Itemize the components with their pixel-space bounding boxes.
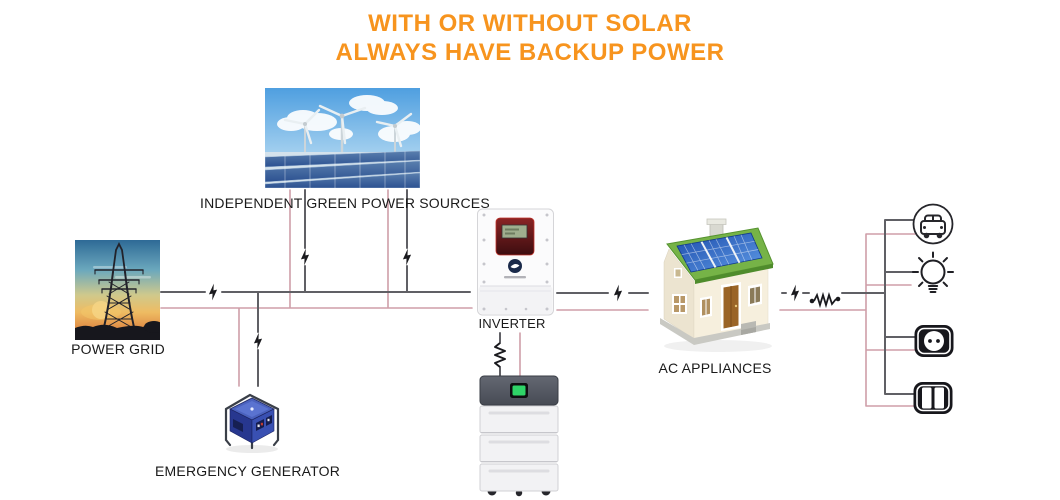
green-power-sources-image <box>265 88 420 188</box>
page-title: WITH OR WITHOUT SOLAR ALWAYS HAVE BACKUP… <box>0 9 1060 67</box>
green-sources-label: INDEPENDENT GREEN POWER SOURCES <box>200 195 490 211</box>
ev-car-icon <box>910 201 956 247</box>
inverter-label: INVERTER <box>478 316 546 331</box>
lightning-bolt-icon <box>298 248 312 266</box>
power-outlet-icon <box>911 318 957 364</box>
emergency-generator-label: EMERGENCY GENERATOR <box>155 463 341 479</box>
lightning-bolt-icon <box>611 284 625 302</box>
ac-appliances-label: AC APPLIANCES <box>658 360 772 376</box>
lightning-bolt-icon <box>788 284 802 302</box>
power-grid-image <box>75 240 160 340</box>
inverter-image <box>476 206 556 318</box>
lightning-bolt-icon <box>206 283 220 301</box>
battery-storage-image <box>474 372 564 498</box>
lightning-bolt-icon <box>251 332 265 350</box>
power-grid-label: POWER GRID <box>71 341 165 357</box>
lightning-bolt-icon <box>400 248 414 266</box>
light-switch-icon <box>910 375 956 421</box>
title-line-1: WITH OR WITHOUT SOLAR <box>368 10 692 37</box>
ac-appliances-house-image <box>648 212 781 358</box>
emergency-generator-image <box>216 385 288 455</box>
breaker-symbol <box>809 291 841 309</box>
coil-symbol <box>494 342 506 368</box>
light-bulb-icon <box>910 249 956 295</box>
title-line-2: ALWAYS HAVE BACKUP POWER <box>335 39 725 66</box>
